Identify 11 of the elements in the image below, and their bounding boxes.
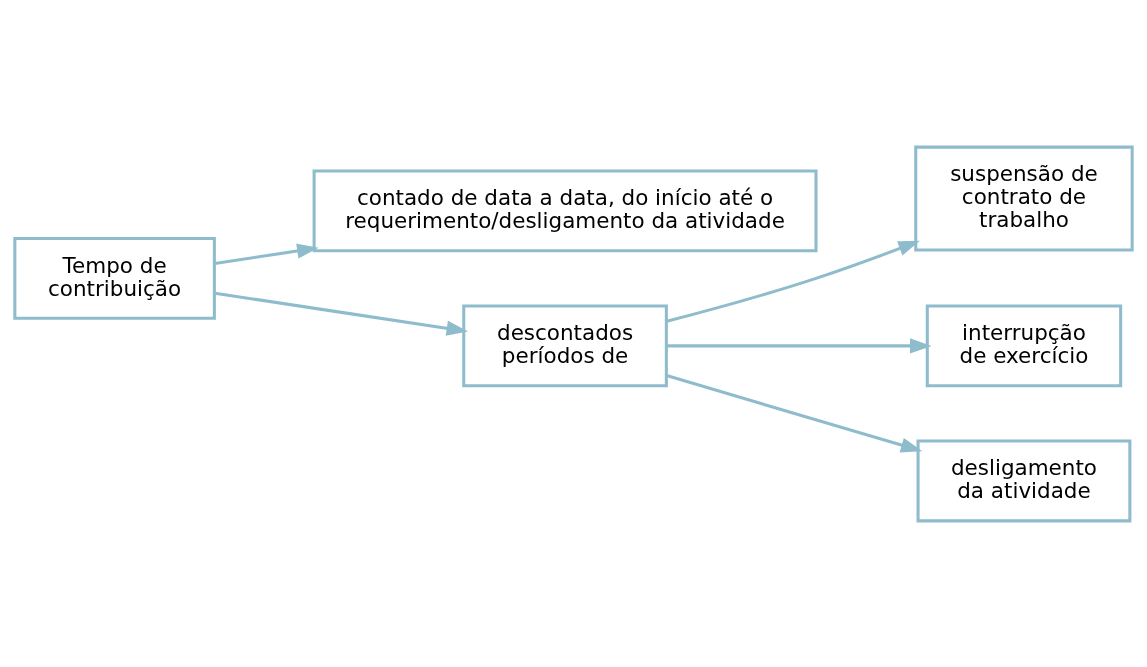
arrow	[666, 337, 932, 353]
node-box: contado de data a data, do início até o requerimento/desligamento da atividade	[312, 168, 818, 252]
node-box: descontados períodos de	[462, 303, 668, 387]
node-box: Tempo de contribuição	[13, 236, 216, 320]
node-box: suspensão de contrato de trabalho	[914, 145, 1134, 251]
arrow	[666, 240, 920, 323]
node-box: interrupção de exercício	[925, 303, 1123, 387]
arrow	[666, 373, 923, 452]
arrow	[214, 243, 319, 265]
node-box: desligamento da atividade	[916, 439, 1132, 522]
arrow	[214, 291, 469, 336]
